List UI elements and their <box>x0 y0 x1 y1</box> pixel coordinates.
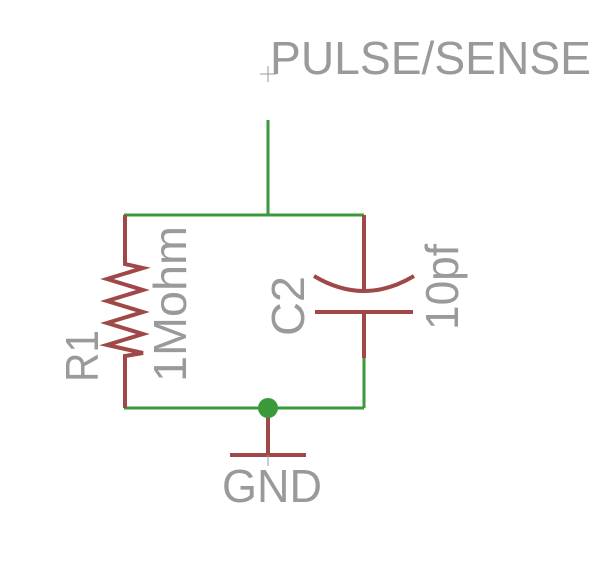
capacitor-c2-value: 10pf <box>416 244 468 330</box>
capacitor-c2 <box>312 215 416 358</box>
net-label-pulse-sense: PULSE/SENSE <box>270 32 591 84</box>
resistor-r1-value: 1Mohm <box>144 226 196 382</box>
capacitor-c2-name: C2 <box>262 276 314 336</box>
junction-dot <box>258 398 278 418</box>
wires <box>124 120 366 410</box>
ground-label: GND <box>222 460 322 512</box>
net-label-origin-marker <box>260 66 276 82</box>
capacitor-c2-curved-plate <box>312 274 416 293</box>
resistor-r1 <box>99 215 151 408</box>
resistor-r1-symbol <box>99 215 151 408</box>
resistor-r1-name: R1 <box>56 330 108 382</box>
